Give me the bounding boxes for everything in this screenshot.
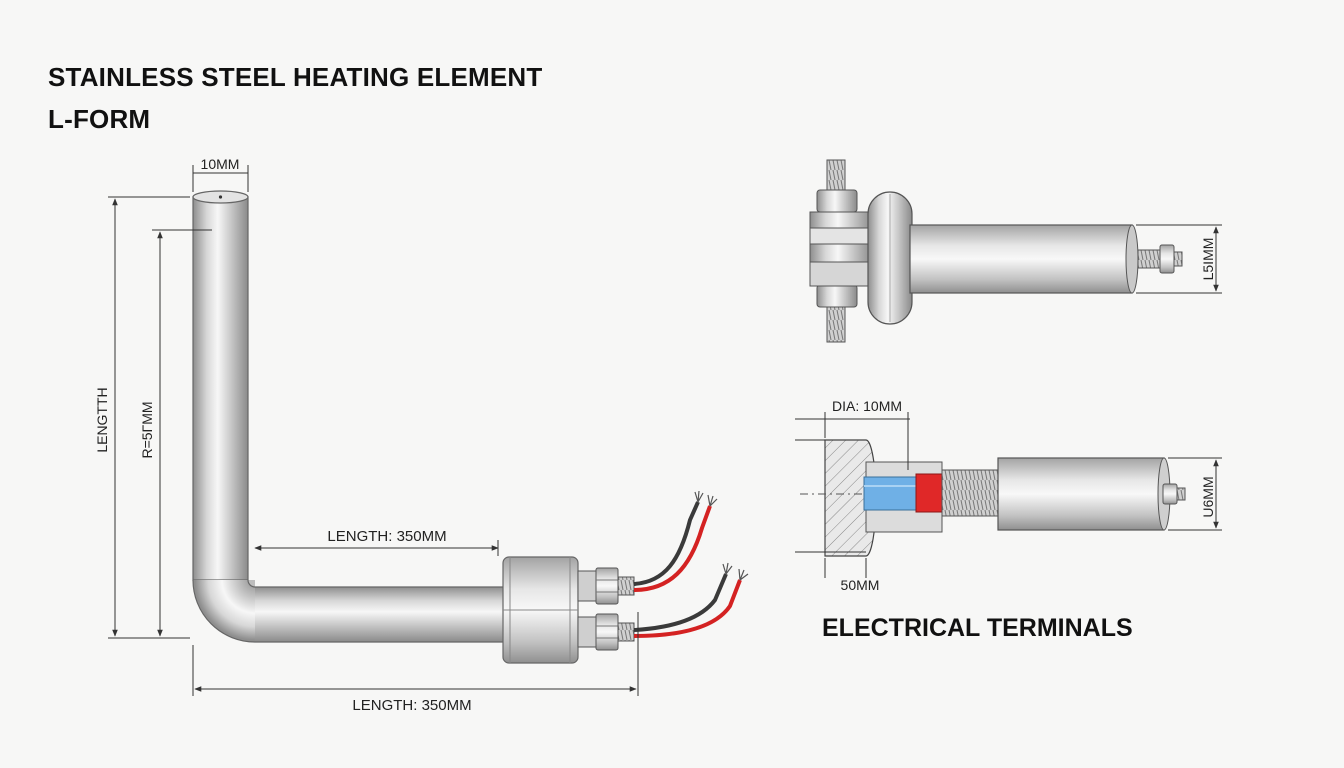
drawing-title: STAINLESS STEEL HEATING ELEMENT bbox=[48, 62, 543, 92]
terminal-head bbox=[502, 556, 579, 664]
section-dia-label: DIA: 10MM bbox=[832, 398, 902, 414]
vertical-length-label: LENGTTH bbox=[94, 387, 110, 452]
terminal-nut-upper bbox=[577, 567, 635, 605]
section-side-dim-label: U6MM bbox=[1200, 476, 1216, 517]
dimension-section-dia bbox=[795, 412, 910, 470]
terminal-side-view bbox=[809, 159, 1183, 343]
tube-diameter-label: 10MM bbox=[201, 156, 240, 172]
lead-wires-lower bbox=[633, 562, 749, 638]
dimension-terminal-side bbox=[1136, 224, 1222, 294]
l-form-tube bbox=[192, 190, 503, 643]
dimension-tube-diameter bbox=[192, 165, 249, 192]
terminal-side-dim-label: L5ΙMM bbox=[1200, 238, 1216, 281]
bend-radius-label: R=5ΓMM bbox=[139, 401, 155, 458]
horizontal-overall-length-label: LENGTH: 350MM bbox=[352, 697, 471, 714]
dimension-section-flange bbox=[795, 551, 867, 578]
terminals-section-title: ELECTRICAL TERMINALS bbox=[822, 614, 1133, 642]
lead-wires-upper bbox=[633, 490, 718, 592]
section-view bbox=[800, 439, 1186, 557]
section-flange-label: 50MM bbox=[841, 577, 880, 593]
dimension-bend-radius bbox=[152, 229, 212, 637]
drawing-subtitle: L-FORM bbox=[48, 104, 151, 134]
dimension-horizontal-inner bbox=[254, 540, 499, 556]
dimension-section-side bbox=[1168, 457, 1222, 531]
dimension-horizontal-overall bbox=[192, 612, 639, 696]
terminal-nut-lower bbox=[577, 613, 635, 651]
horizontal-inner-length-label: LENGTH: 350MM bbox=[327, 528, 446, 545]
dimension-vertical-length bbox=[108, 196, 190, 639]
